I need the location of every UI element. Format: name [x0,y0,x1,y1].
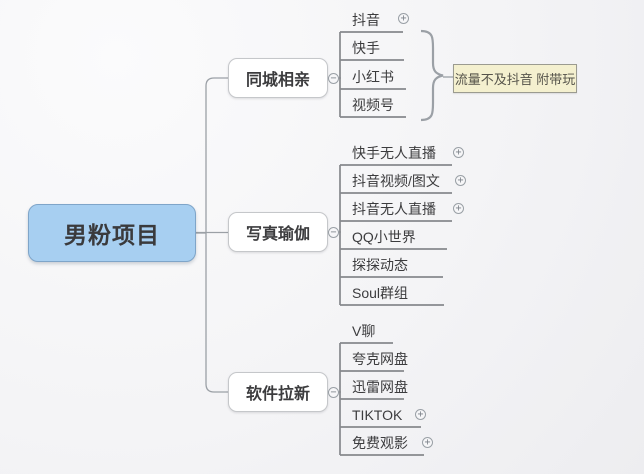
expand-plus-icon[interactable]: + [453,147,464,158]
root-topic-label: 男粉项目 [64,222,160,248]
summary-note[interactable]: 流量不及抖音 附带玩 [453,64,577,93]
child-topic[interactable]: 快手 [352,40,380,56]
child-topic[interactable]: 视频号 [352,97,394,113]
child-topic[interactable]: 抖音视频/图文 [352,173,440,189]
expand-plus-icon[interactable]: + [455,175,466,186]
child-topic[interactable]: V聊 [352,323,376,339]
child-topic[interactable]: Soul群组 [352,285,409,301]
collapse-minus-icon[interactable]: − [328,72,339,84]
summary-note-label: 流量不及抖音 附带玩 [454,72,576,87]
child-topic[interactable]: 探探动态 [352,257,408,273]
expand-plus-icon[interactable]: + [422,437,433,448]
child-topic[interactable]: 小红书 [352,69,394,85]
branch-topic-label: 同城相亲 [245,72,310,89]
child-topic[interactable]: QQ小世界 [352,229,416,245]
collapse-minus-icon[interactable]: − [328,386,339,398]
expand-plus-icon[interactable]: + [398,13,409,24]
branch-topic-label: 软件拉新 [245,386,310,403]
child-topic[interactable]: 迅雷网盘 [352,379,408,395]
branch-topic-3[interactable]: 软件拉新 [228,372,328,412]
branch-topic-2[interactable]: 写真瑜伽 [228,212,328,252]
summary-brace [420,29,453,122]
branch-topic-label: 写真瑜伽 [245,226,310,243]
child-topic[interactable]: TIKTOK [352,407,403,423]
collapse-minus-icon[interactable]: − [328,226,339,238]
expand-plus-icon[interactable]: + [415,409,426,420]
child-topic[interactable]: 抖音 [352,12,380,28]
child-topic[interactable]: 免费观影 [352,435,408,451]
expand-plus-icon[interactable]: + [453,203,464,214]
child-topic[interactable]: 抖音无人直播 [352,201,436,217]
branch-topic-1[interactable]: 同城相亲 [228,58,328,98]
root-topic[interactable]: 男粉项目 [28,204,196,262]
child-topic[interactable]: 快手无人直播 [352,145,436,161]
child-topic[interactable]: 夸克网盘 [352,351,408,367]
